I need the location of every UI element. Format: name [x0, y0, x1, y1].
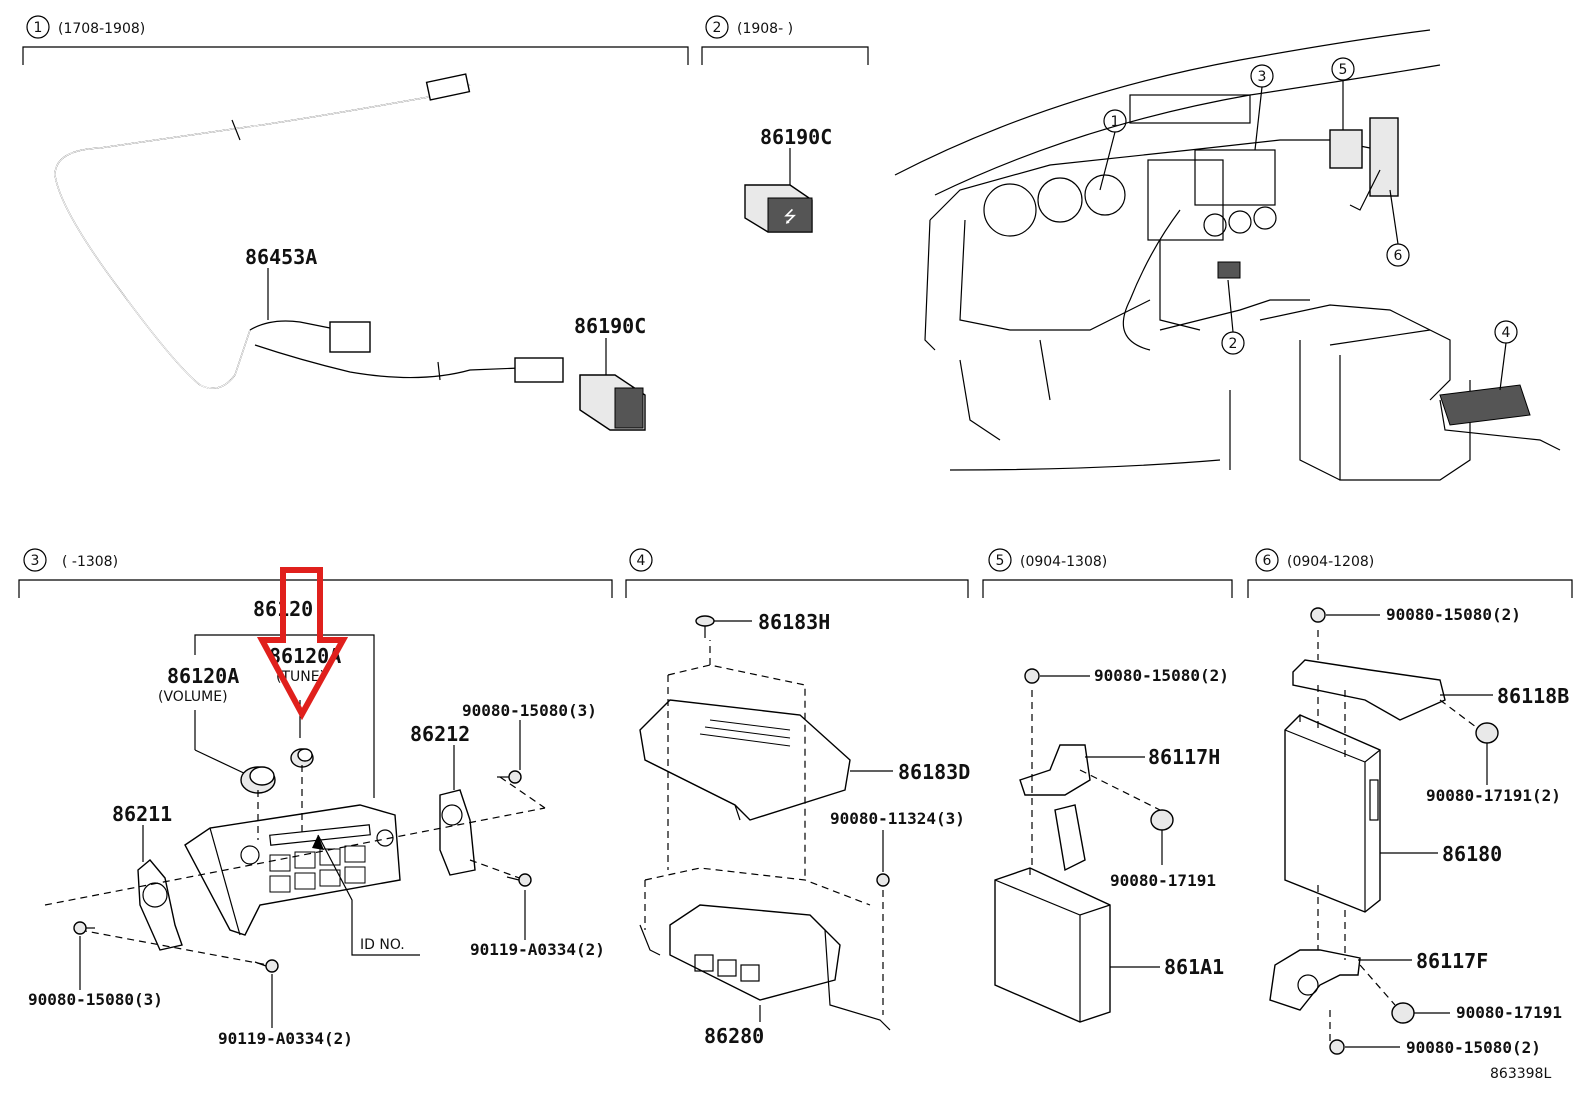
- label-tune-note: (TUNE): [276, 669, 325, 685]
- section-6-header: 6 (0904-1208): [1247, 548, 1573, 598]
- svg-text:4: 4: [1502, 325, 1511, 341]
- label-86120A-volume: 86120A: [167, 664, 239, 688]
- label-86280: 86280: [704, 1024, 764, 1048]
- svg-text:5: 5: [1339, 62, 1348, 78]
- svg-text:2: 2: [1229, 336, 1238, 352]
- bolts-section-3: [73, 770, 532, 973]
- label-86117H: 86117H: [1148, 745, 1220, 769]
- amplifier-cover-86183D: [639, 699, 851, 821]
- bracket-86117F: [1269, 949, 1361, 1011]
- section-6-dashed-guides: [1317, 630, 1481, 1045]
- svg-text:2: 2: [713, 20, 722, 36]
- section-3-header: 3 ( -1308): [18, 548, 613, 598]
- label-86183D: 86183D: [898, 760, 970, 784]
- section-2-header: 2 (1908- ): [701, 15, 869, 65]
- svg-text:(0904-1208): (0904-1208): [1287, 554, 1374, 570]
- label-86212: 86212: [410, 722, 470, 746]
- section-3-dashed-guides: [44, 765, 546, 966]
- dashboard-overview: [894, 29, 1561, 481]
- bolts-section-4: [695, 615, 893, 1022]
- usb-connector-86190C-a: [579, 374, 646, 431]
- svg-text:6: 6: [1394, 248, 1403, 264]
- svg-text:1: 1: [1111, 114, 1120, 130]
- svg-text:3: 3: [1258, 69, 1267, 85]
- label-86190C-b: 86190C: [760, 125, 832, 149]
- label-86118B: 86118B: [1497, 684, 1569, 708]
- bracket-86212: [439, 789, 476, 876]
- section-3-labels: 86120 86120A (VOLUME) 86120A (TUNE) 8621…: [28, 597, 605, 1048]
- diagram-code: 863398L: [1490, 1066, 1551, 1082]
- label-90080-15080-2b: 90080-15080(2): [1386, 605, 1521, 624]
- section-4-dashed-guides: [644, 640, 884, 1015]
- label-861A1: 861A1: [1164, 955, 1224, 979]
- highlight-arrow: [256, 567, 349, 721]
- label-86117F: 86117F: [1416, 949, 1488, 973]
- label-90080-15080-3a: 90080-15080(3): [462, 701, 597, 720]
- label-90080-15080-2a: 90080-15080(2): [1094, 666, 1229, 685]
- label-id-no: ID NO.: [360, 937, 405, 953]
- label-86453A: 86453A: [245, 245, 317, 269]
- label-90080-11324-3: 90080-11324(3): [830, 809, 965, 828]
- tune-knob: [290, 748, 314, 768]
- svg-text:1: 1: [34, 20, 43, 36]
- section-5-dashed-guides: [1031, 690, 1161, 870]
- usb-cable-harness: [54, 73, 564, 389]
- label-volume-note: (VOLUME): [158, 689, 228, 705]
- bracket-86117H: [1019, 744, 1091, 872]
- label-90080-15080-3b: 90080-15080(3): [28, 990, 163, 1009]
- section-4-labels: 86183H 86183D 90080-11324(3) 86280: [704, 610, 970, 1048]
- svg-text:⭍: ⭍: [783, 207, 796, 226]
- label-86211: 86211: [112, 802, 172, 826]
- label-86180: 86180: [1442, 842, 1502, 866]
- svg-text:( -1308): ( -1308): [62, 554, 118, 570]
- section-3-leaders: [79, 720, 526, 1028]
- section-4-header: 4: [625, 548, 969, 598]
- label-90119-A0334-2a: 90119-A0334(2): [470, 940, 605, 959]
- bolts-section-5: [1024, 668, 1174, 968]
- svg-text:(1708-1908): (1708-1908): [58, 21, 145, 37]
- module-861A1: [994, 867, 1111, 1023]
- svg-text:(0904-1308): (0904-1308): [1020, 554, 1107, 570]
- svg-text:3: 3: [31, 553, 40, 569]
- label-90119-A0334-2b: 90119-A0334(2): [218, 1029, 353, 1048]
- svg-text:5: 5: [996, 553, 1005, 569]
- bolts-section-6: [1310, 607, 1499, 1055]
- svg-text:(1908- ): (1908- ): [737, 21, 793, 37]
- label-86190C-a: 86190C: [574, 314, 646, 338]
- section-5-header: 5 (0904-1308): [982, 548, 1233, 598]
- radio-head-unit: [184, 804, 401, 936]
- label-90080-17191a: 90080-17191: [1110, 871, 1216, 890]
- volume-knob: [240, 766, 276, 794]
- usb-connector-86190C-b: ⭍: [744, 184, 813, 233]
- svg-text:4: 4: [637, 553, 646, 569]
- section-5-labels: 90080-15080(2) 86117H 90080-17191 861A1: [1094, 666, 1229, 979]
- section-6-labels: 90080-15080(2) 86118B 90080-17191(2) 861…: [1386, 605, 1569, 1057]
- module-86180: [1284, 714, 1381, 913]
- label-90080-17191-2: 90080-17191(2): [1426, 786, 1561, 805]
- amplifier-86280: [639, 904, 891, 1031]
- label-90080-17191b: 90080-17191: [1456, 1003, 1562, 1022]
- svg-text:6: 6: [1263, 553, 1272, 569]
- label-86183H: 86183H: [758, 610, 830, 634]
- bracket-86118B: [1292, 659, 1446, 721]
- bracket-86211: [137, 859, 183, 951]
- section-1-header: 1 (1708-1908): [22, 15, 689, 65]
- label-90080-15080-2c: 90080-15080(2): [1406, 1038, 1541, 1057]
- overview-callouts: 1 2 3 4 5 6: [1099, 57, 1518, 391]
